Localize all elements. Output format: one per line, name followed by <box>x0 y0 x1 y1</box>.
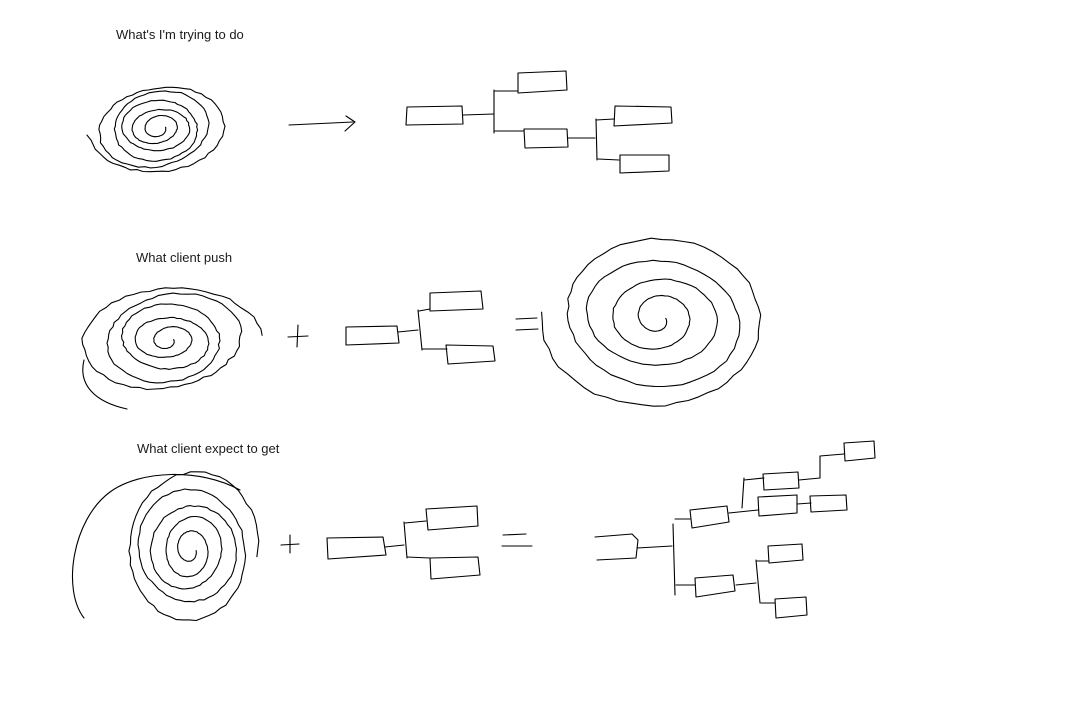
scribble-stroke <box>86 86 226 173</box>
row2-scribble-large <box>541 237 762 407</box>
tree-node <box>425 505 479 531</box>
scribble-stroke <box>541 237 762 407</box>
tree-node <box>517 70 568 94</box>
tree-node <box>843 440 876 462</box>
row2-tree <box>345 290 496 365</box>
row2-equals <box>515 317 539 331</box>
scribble-tail <box>82 359 128 410</box>
row2-plus <box>287 324 309 348</box>
tree-node <box>523 128 569 149</box>
row3-scribble <box>72 471 260 622</box>
row3-plus <box>280 534 300 554</box>
row2-scribble-small <box>81 287 263 410</box>
tree-node <box>326 536 387 560</box>
scribble-stroke <box>128 471 260 622</box>
tree-node <box>429 290 484 312</box>
tree-node <box>619 154 670 174</box>
caption-row3: What client expect to get <box>137 441 280 456</box>
tree-node <box>694 574 736 598</box>
tree-node <box>689 505 730 529</box>
tree-node <box>767 543 804 564</box>
row3-result-tree <box>594 440 876 619</box>
row1-scribble <box>86 86 226 173</box>
caption-row2: What client push <box>136 250 233 265</box>
tree-node <box>809 494 848 513</box>
row1-tree <box>405 70 673 174</box>
tree-node-root <box>594 533 639 561</box>
tree-node <box>613 105 673 127</box>
caption-row1: What's I'm trying to do <box>116 27 244 42</box>
tree-node <box>774 596 808 619</box>
tree-node <box>762 471 800 491</box>
scribble-tail <box>72 473 241 619</box>
tree-node <box>445 344 496 365</box>
tree-node <box>429 556 481 580</box>
row1-arrow <box>288 115 356 132</box>
tree-node <box>345 325 400 346</box>
tree-node <box>757 494 798 517</box>
row3-equals <box>501 533 533 547</box>
row3-tree <box>326 505 481 580</box>
scribble-stroke <box>81 287 263 391</box>
tree-node <box>405 105 464 126</box>
